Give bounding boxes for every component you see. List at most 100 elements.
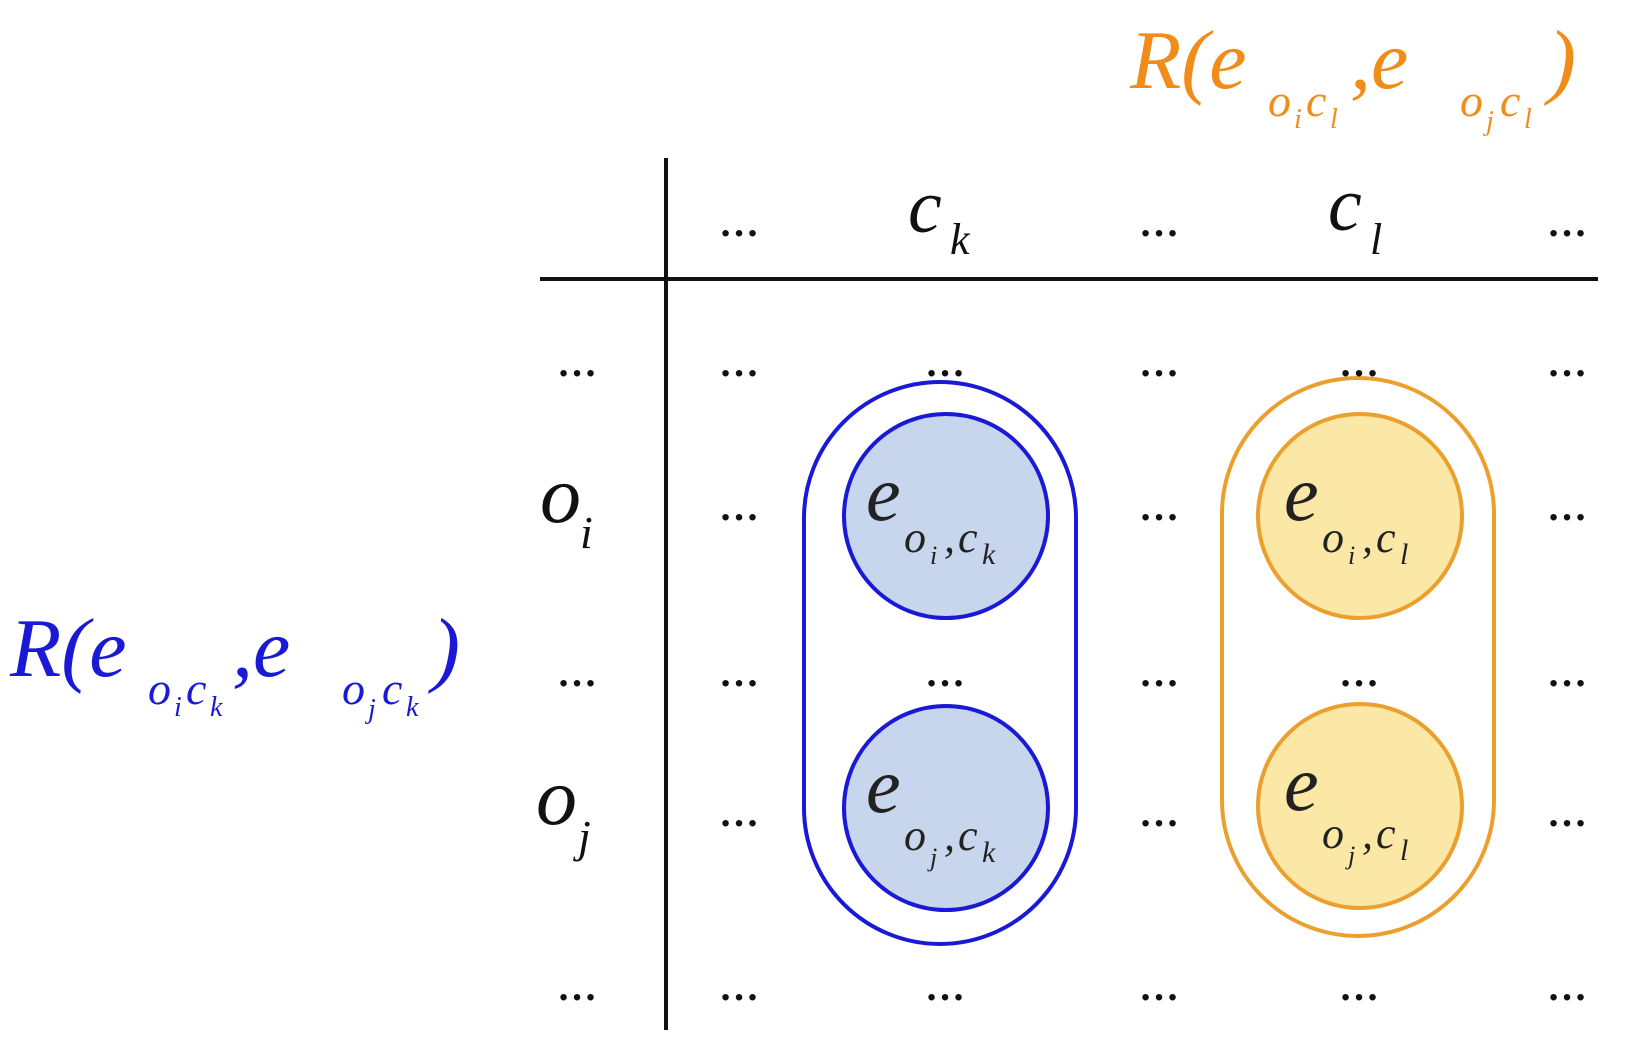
- ellipsis: …: [1139, 964, 1181, 1009]
- relation-e1: e: [89, 602, 126, 695]
- cell-label-oi-cl: e o i , c l: [1284, 450, 1408, 571]
- cell-sub-c: c: [958, 513, 978, 562]
- relation-sub-c: c: [186, 663, 206, 714]
- row-oj-base: o: [536, 751, 577, 842]
- relation-e2: e: [1371, 14, 1408, 107]
- relation-sub-j: j: [365, 694, 376, 725]
- cell-circle-oi-ck: [842, 412, 1050, 620]
- cell-sub-oi: j: [927, 843, 937, 872]
- row-header-oi: o i: [540, 449, 593, 558]
- relation-e2: e: [253, 602, 290, 695]
- svg-text:,e: ,e: [1350, 14, 1408, 107]
- ellipsis: …: [557, 650, 599, 695]
- column-ck-sub: k: [950, 215, 971, 264]
- cell-sub-comma: ,: [1362, 513, 1373, 562]
- ellipsis: …: [1547, 650, 1589, 695]
- column-header-ck: c k: [908, 165, 971, 264]
- cell-sub-comma: ,: [944, 513, 955, 562]
- column-header-cl: c l: [1328, 163, 1382, 264]
- cell-base: e: [866, 450, 901, 537]
- left-relation-label: R(e o i c k ,e o j c k ): [9, 602, 460, 725]
- relation-close: ): [1544, 14, 1576, 107]
- ellipsis: …: [557, 964, 599, 1009]
- top-relation-label: R(e o i c l ,e o j c l ): [1129, 14, 1576, 137]
- relation-e1: e: [1209, 14, 1246, 107]
- column-cl-sub: l: [1370, 215, 1382, 264]
- ellipsis: …: [1139, 484, 1181, 529]
- ellipsis: …: [1339, 650, 1381, 695]
- svg-text:R(e: R(e: [9, 602, 127, 695]
- cell-sub-c: c: [1376, 809, 1396, 858]
- cell-sub-c: c: [958, 811, 978, 860]
- relation-sub-o: o: [1268, 75, 1291, 126]
- cell-base: e: [1284, 740, 1319, 827]
- ellipsis: …: [925, 964, 967, 1009]
- cell-sub-c: c: [1376, 513, 1396, 562]
- cell-sub-o: o: [904, 811, 926, 860]
- ellipsis: …: [1547, 484, 1589, 529]
- ellipsis: …: [1139, 200, 1181, 245]
- cell-label-oj-cl: e o j , c l: [1284, 740, 1408, 870]
- relation-sub-l: l: [1330, 104, 1338, 135]
- cell-sub-o: o: [904, 513, 926, 562]
- ellipsis: …: [1339, 340, 1381, 385]
- relation-sub-i: i: [174, 692, 182, 723]
- ellipsis: …: [719, 484, 761, 529]
- cell-base: e: [1284, 450, 1319, 537]
- cell-sub-comma: ,: [1362, 809, 1373, 858]
- group-outline-cl: [1220, 376, 1496, 938]
- ellipsis: …: [1547, 964, 1589, 1009]
- ellipsis: …: [719, 340, 761, 385]
- cell-sub-o: o: [1322, 513, 1344, 562]
- relation-sub-i: i: [1294, 104, 1302, 135]
- row-oj-sub: j: [573, 811, 591, 862]
- ellipsis: …: [1139, 790, 1181, 835]
- ellipsis: …: [719, 790, 761, 835]
- cell-sub-o: o: [1322, 809, 1344, 858]
- cell-circle-oj-cl: [1256, 702, 1464, 910]
- relation-close: ): [428, 602, 460, 695]
- relation-sub-o: o: [148, 663, 171, 714]
- cell-sub-ci: k: [982, 538, 996, 571]
- ellipsis: …: [1139, 340, 1181, 385]
- relation-sub-c2: c: [1500, 75, 1520, 126]
- relation-R: R(: [1129, 14, 1214, 107]
- ellipsis: …: [1547, 200, 1589, 245]
- relation-comma: ,: [1350, 14, 1371, 107]
- cell-sub-oi: i: [930, 541, 937, 570]
- ellipsis: …: [1547, 340, 1589, 385]
- column-ck-base: c: [908, 165, 942, 249]
- ellipsis: …: [719, 650, 761, 695]
- group-outline-ck: [802, 380, 1078, 946]
- relation-sub-j: j: [1483, 106, 1494, 137]
- cell-label-oj-ck: e o j , c k: [866, 742, 996, 872]
- relation-sub-c2: c: [382, 663, 402, 714]
- ellipsis: …: [1139, 650, 1181, 695]
- ellipsis: …: [925, 650, 967, 695]
- cell-sub-ci: k: [982, 836, 996, 869]
- row-header-oj: o j: [536, 751, 591, 862]
- cell-base: e: [866, 742, 901, 829]
- svg-text:,e: ,e: [232, 602, 290, 695]
- relation-sub-k2: k: [406, 692, 419, 723]
- ellipsis: …: [1339, 964, 1381, 1009]
- cell-sub-ci: l: [1400, 538, 1408, 571]
- ellipsis: …: [925, 340, 967, 385]
- cell-sub-oi: j: [1345, 841, 1355, 870]
- cell-sub-ci: l: [1400, 834, 1408, 867]
- cell-label-oi-ck: e o i , c k: [866, 450, 996, 571]
- cell-sub-oi: i: [1348, 541, 1355, 570]
- ellipsis: …: [719, 200, 761, 245]
- cell-circle-oi-cl: [1256, 412, 1464, 620]
- ellipsis-marks: … … … … … … … … … … … … … … … … … … … … …: [557, 200, 1589, 1009]
- ellipsis: …: [719, 964, 761, 1009]
- relation-comma: ,: [232, 602, 253, 695]
- relation-sub-l2: l: [1524, 104, 1532, 135]
- cell-circle-oj-ck: [842, 704, 1050, 912]
- relation-sub-o2: o: [1460, 75, 1483, 126]
- cell-sub-comma: ,: [944, 811, 955, 860]
- row-oi-sub: i: [580, 507, 593, 558]
- row-oi-base: o: [540, 449, 581, 540]
- relation-R: R(: [9, 602, 94, 695]
